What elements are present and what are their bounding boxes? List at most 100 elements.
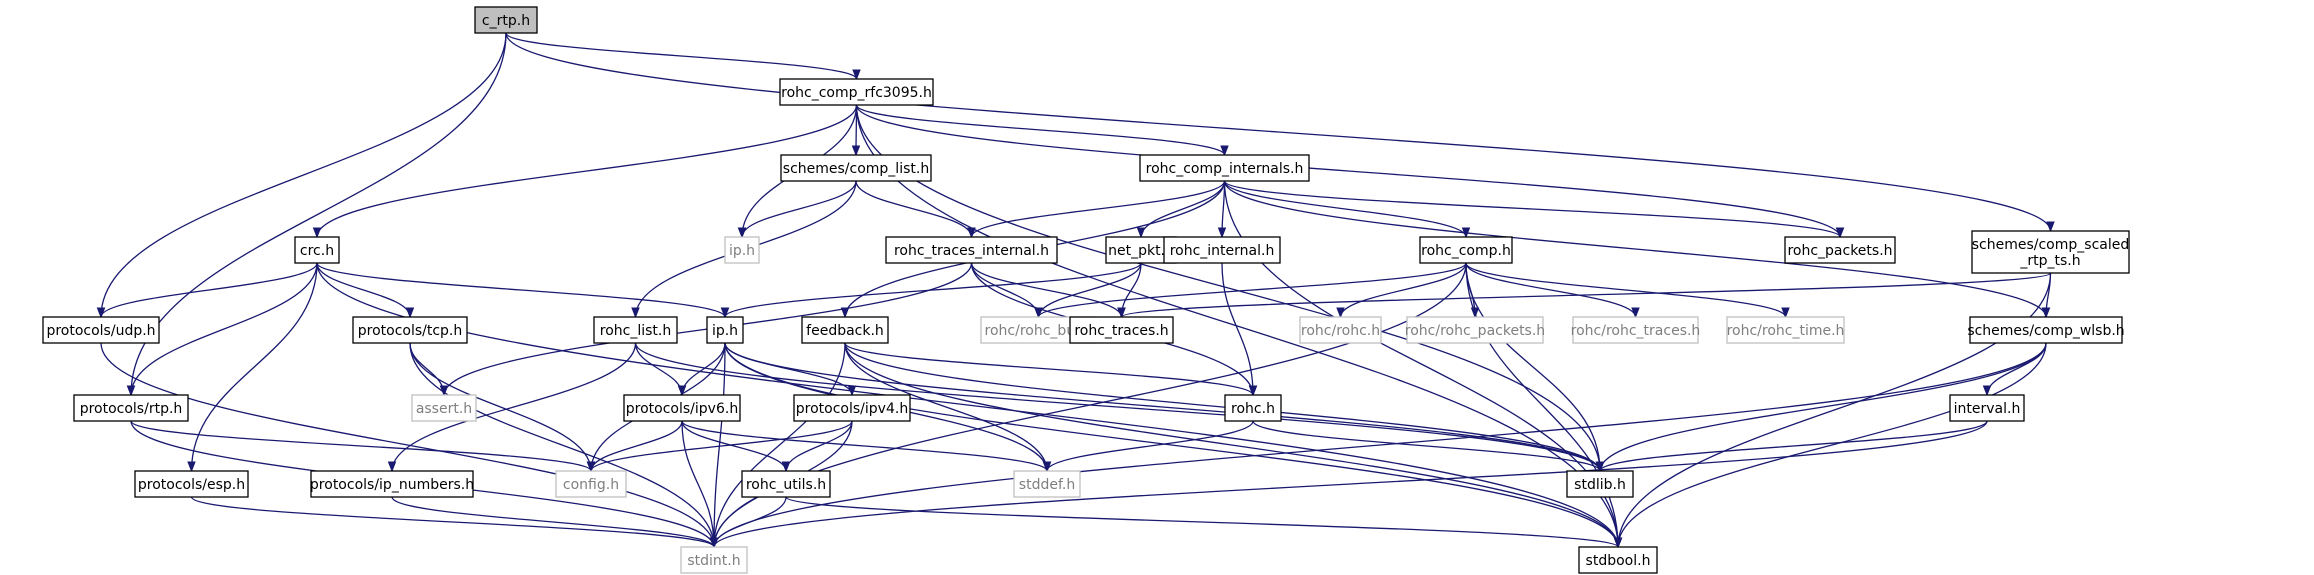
node-label: rohc_traces.h bbox=[1074, 323, 1168, 339]
node-box bbox=[1726, 316, 1845, 344]
edges-layer bbox=[96, 32, 2055, 549]
node-label: rohc_list.h bbox=[600, 323, 671, 339]
node-label: protocols/ipv4.h bbox=[796, 401, 908, 417]
edge-crc-to-udp bbox=[96, 262, 318, 319]
node-box bbox=[1163, 236, 1281, 264]
node-rtp[interactable]: protocols/rtp.h bbox=[73, 394, 189, 422]
edge-rtp-to-config bbox=[130, 420, 596, 473]
node-label: stddef.h bbox=[1019, 477, 1075, 493]
node-stddef: stddef.h bbox=[1013, 470, 1081, 498]
edge-ipv6-to-stddef bbox=[681, 420, 1052, 473]
node-box bbox=[42, 316, 160, 344]
node-box bbox=[555, 470, 627, 498]
node-comp_internals[interactable]: rohc_comp_internals.h bbox=[1139, 154, 1310, 182]
node-interval[interactable]: interval.h bbox=[1949, 394, 2025, 422]
node-traces_internal[interactable]: rohc_traces_internal.h bbox=[885, 236, 1058, 264]
node-box bbox=[779, 78, 934, 106]
node-box bbox=[310, 470, 474, 498]
node-box bbox=[1419, 236, 1513, 264]
node-tcp[interactable]: protocols/tcp.h bbox=[352, 316, 468, 344]
node-rohc_packets[interactable]: rohc_packets.h bbox=[1784, 236, 1896, 264]
node-rohc_rohc_time: rohc/rohc_time.h bbox=[1726, 316, 1845, 344]
node-label: config.h bbox=[563, 477, 619, 493]
node-rfc3095[interactable]: rohc_comp_rfc3095.h bbox=[779, 78, 934, 106]
node-box bbox=[1971, 230, 2130, 274]
node-label: protocols/udp.h bbox=[46, 323, 155, 339]
node-box bbox=[741, 470, 831, 498]
node-ipv6[interactable]: protocols/ipv6.h bbox=[623, 394, 741, 422]
edge-comp_internals-to-rohc_packets bbox=[1223, 180, 1845, 239]
node-label: rohc_internal.h bbox=[1170, 243, 1275, 259]
node-stdint: stdint.h bbox=[680, 546, 748, 574]
node-rohc_rohc_packets: rohc/rohc_packets.h bbox=[1405, 316, 1545, 344]
node-box bbox=[294, 236, 340, 264]
node-label: rohc_utils.h bbox=[746, 477, 826, 493]
node-box bbox=[1406, 316, 1544, 344]
node-box bbox=[793, 394, 911, 422]
edge-crc-to-esp bbox=[187, 262, 318, 473]
node-label: crc.h bbox=[300, 243, 334, 259]
edge-rohc_comp-to-rohc_rohc_time bbox=[1465, 262, 1790, 319]
node-stdlib[interactable]: stdlib.h bbox=[1566, 470, 1634, 498]
edge-comp_internals-to-stdbool bbox=[1223, 180, 1623, 549]
node-box bbox=[1224, 394, 1282, 422]
node-rohc_h[interactable]: rohc.h bbox=[1224, 394, 1282, 422]
edge-c_rtp-to-scaled_ts bbox=[505, 32, 2055, 233]
node-box bbox=[1069, 316, 1174, 344]
node-comp_wlsb[interactable]: schemes/comp_wlsb.h bbox=[1967, 316, 2125, 344]
node-config: config.h bbox=[555, 470, 627, 498]
node-comp_list[interactable]: schemes/comp_list.h bbox=[780, 154, 932, 182]
edge-rfc3095-to-crc bbox=[312, 104, 858, 239]
edge-comp_wlsb-to-interval bbox=[1982, 342, 2047, 397]
node-rohc_list[interactable]: rohc_list.h bbox=[593, 316, 678, 344]
node-scaled_ts[interactable]: schemes/comp_scaled_rtp_ts.h bbox=[1971, 230, 2130, 274]
node-label: interval.h bbox=[1954, 401, 2021, 417]
node-label: rohc/rohc.h bbox=[1301, 323, 1380, 339]
node-rohc_internal[interactable]: rohc_internal.h bbox=[1163, 236, 1281, 264]
node-box bbox=[780, 154, 932, 182]
node-feedback[interactable]: feedback.h bbox=[801, 316, 889, 344]
node-label: stdint.h bbox=[687, 553, 740, 569]
edge-rohc_comp-to-rohc_rohc bbox=[1336, 262, 1467, 319]
node-rohc_rohc: rohc/rohc.h bbox=[1299, 316, 1382, 344]
node-box bbox=[1949, 394, 2025, 422]
edge-rohc_comp-to-rohc_buf bbox=[1034, 262, 1467, 319]
node-label: feedback.h bbox=[806, 323, 884, 339]
node-esp[interactable]: protocols/esp.h bbox=[134, 470, 249, 498]
edge-rohc_comp-to-rohc_rohc_traces bbox=[1465, 262, 1640, 319]
edge-rohc_utils-to-stdint bbox=[709, 496, 787, 549]
node-crc[interactable]: crc.h bbox=[294, 236, 340, 264]
node-label: stdlib.h bbox=[1574, 477, 1626, 493]
node-ipv4[interactable]: protocols/ipv4.h bbox=[793, 394, 911, 422]
node-stdbool[interactable]: stdbool.h bbox=[1578, 546, 1658, 574]
node-rohc_comp[interactable]: rohc_comp.h bbox=[1419, 236, 1513, 264]
edge-esp-to-stdint bbox=[190, 496, 719, 549]
node-label: rohc_comp_rfc3095.h bbox=[781, 85, 932, 101]
node-label: net_pkt.h bbox=[1108, 243, 1174, 259]
edge-rfc3095-to-rohc_packets bbox=[855, 104, 1845, 239]
node-label: rohc.h bbox=[1231, 401, 1275, 417]
node-rohc_utils[interactable]: rohc_utils.h bbox=[741, 470, 831, 498]
node-box bbox=[411, 394, 477, 422]
edge-rohc_list-to-stdlib bbox=[634, 342, 1605, 473]
node-label: schemes/comp_wlsb.h bbox=[1967, 323, 2124, 339]
node-rohc_traces[interactable]: rohc_traces.h bbox=[1069, 316, 1174, 344]
node-c_rtp[interactable]: c_rtp.h bbox=[474, 6, 538, 34]
node-ip_numbers[interactable]: protocols/ip_numbers.h bbox=[310, 470, 474, 498]
nodes-layer: c_rtp.h rohc_comp_rfc3095.h schemes/comp_s… bbox=[42, 6, 2130, 574]
node-label: ip.h bbox=[729, 243, 755, 259]
edge-scaled_ts-to-comp_wlsb bbox=[2041, 272, 2052, 319]
node-ip_sys: ip.h bbox=[724, 236, 760, 264]
edge-comp_internals-to-traces_internal bbox=[967, 180, 1226, 239]
edge-tcp-to-assert bbox=[409, 342, 449, 397]
node-label: rohc_comp.h bbox=[1421, 243, 1511, 259]
edge-c_rtp-to-rfc3095 bbox=[505, 32, 861, 81]
edge-rohc_utils-to-stdbool bbox=[785, 496, 1623, 549]
node-label: protocols/tcp.h bbox=[358, 323, 463, 339]
node-ip_h[interactable]: ip.h bbox=[706, 316, 744, 344]
node-label: rohc_traces_internal.h bbox=[894, 243, 1049, 259]
edge-crc-to-stdbool bbox=[316, 262, 1623, 549]
node-udp[interactable]: protocols/udp.h bbox=[42, 316, 160, 344]
node-label: rohc/rohc_packets.h bbox=[1405, 323, 1545, 339]
